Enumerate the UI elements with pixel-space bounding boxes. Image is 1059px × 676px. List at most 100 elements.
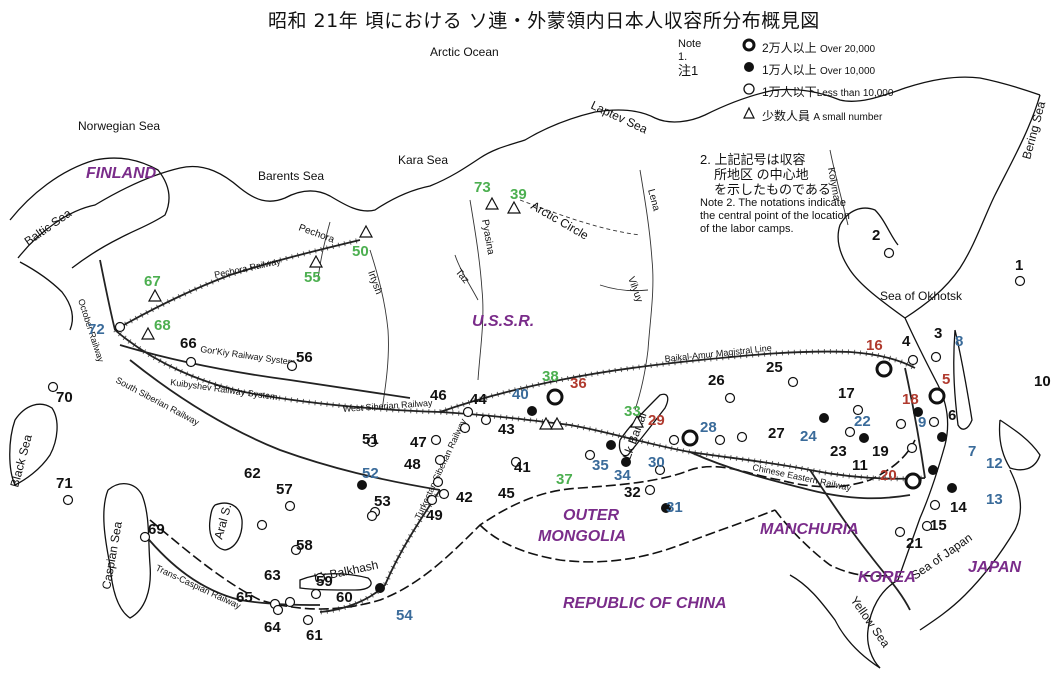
- open-circle-marker-icon: [510, 456, 522, 468]
- open-circle-marker-icon: [432, 476, 444, 488]
- open-circle-marker-icon: [438, 488, 450, 500]
- camp-label-4: 4: [902, 333, 911, 350]
- triangle-marker-icon: [506, 200, 522, 214]
- thick-ring-marker-icon: [928, 387, 946, 405]
- open-circle-marker-icon: [1014, 275, 1026, 287]
- label-rail-gorkiy: Gor'Kiy Railway System: [200, 344, 296, 367]
- label-rail-trans-caspian: Trans-Caspian Railway: [154, 563, 243, 611]
- open-circle-marker-icon: [114, 321, 126, 333]
- open-circle-marker-icon: [928, 416, 940, 428]
- open-circle-marker-icon: [736, 431, 748, 443]
- thick-ring-marker-icon: [904, 472, 922, 490]
- label-rail-pechora: Pechora Railway: [213, 256, 282, 280]
- river-vilyuy: [599, 284, 649, 292]
- camp-label-27: 27: [768, 425, 785, 442]
- open-circle-marker-icon: [366, 436, 378, 448]
- camp-label-43: 43: [498, 421, 515, 438]
- label-irtysh: Irtysh: [365, 269, 384, 296]
- map-title: 昭和 21年 頃における ソ連・外蒙領内日本人収容所分布概見図: [268, 10, 820, 32]
- camp-label-37: 37: [556, 471, 573, 488]
- camp-label-47: 47: [410, 434, 427, 451]
- camp-label-66: 66: [180, 335, 197, 352]
- camp-label-65: 65: [236, 589, 253, 606]
- open-circle-marker-icon: [654, 464, 666, 476]
- open-circle-marker-icon: [185, 356, 197, 368]
- camp-label-39: 39: [510, 186, 527, 203]
- rail-manchuria-south: [809, 469, 911, 611]
- caspian-outline: [103, 483, 151, 619]
- open-circle-marker-icon: [462, 406, 474, 418]
- camp-label-22: 22: [854, 413, 871, 430]
- open-circle-marker-icon: [852, 404, 864, 416]
- korea-coast: [866, 579, 899, 669]
- open-circle-marker-icon: [480, 414, 492, 426]
- camp-label-51: 51: [362, 431, 379, 448]
- camp-label-5: 5: [942, 371, 950, 388]
- open-circle-marker-icon: [290, 544, 302, 556]
- rail-chinese-eastern: [689, 451, 911, 500]
- label-baltic-sea: Baltic Sea: [22, 206, 75, 249]
- triangle-marker-icon: [308, 254, 324, 268]
- camp-label-46: 46: [430, 387, 447, 404]
- label-ussr: U.S.S.R.: [472, 313, 534, 330]
- open-circle-marker-icon: [906, 442, 918, 454]
- open-circle-marker-icon: [714, 434, 726, 446]
- rail-coast: [904, 367, 926, 479]
- filled-circle-icon: [742, 60, 756, 77]
- camp-label-55: 55: [304, 269, 321, 286]
- camp-label-73: 73: [474, 179, 491, 196]
- label-republic-of-china: REPUBLIC OF CHINA: [563, 595, 727, 612]
- balkhash-outline: [299, 573, 372, 591]
- camp-label-33: 33: [624, 403, 641, 420]
- open-circle-marker-icon: [787, 376, 799, 388]
- triangle-icon: [742, 106, 756, 123]
- aral-outline: [208, 502, 243, 551]
- camp-label-49: 49: [426, 507, 443, 524]
- rail-baikal-amur: [439, 350, 916, 413]
- note2: 2. 上記記号は収容 所地区 の中心地 を示したものである Note 2. Th…: [700, 152, 850, 235]
- camp-label-19: 19: [872, 443, 889, 460]
- camp-label-70: 70: [56, 389, 73, 406]
- triangle-marker-icon: [629, 414, 645, 428]
- arctic-circle-line: [519, 199, 641, 236]
- baltic: [19, 261, 73, 331]
- rail-october: [99, 259, 116, 331]
- label-pechora: Pechora: [297, 222, 336, 245]
- camp-label-6: 6: [948, 407, 956, 424]
- open-circle-marker-icon: [844, 426, 856, 438]
- china-coast: [789, 574, 881, 669]
- camp-label-60: 60: [336, 589, 353, 606]
- camp-label-67: 67: [144, 273, 161, 290]
- triangle-marker-icon: [147, 288, 163, 302]
- camp-label-54: 54: [396, 607, 413, 624]
- filled-circle-marker-icon: [937, 432, 947, 442]
- open-circle-marker-icon: [302, 614, 314, 626]
- label-outer-mongolia-2: MONGOLIA: [538, 528, 626, 545]
- label-bering-sea: Bering Sea: [1019, 99, 1048, 160]
- filled-circle-marker-icon: [913, 407, 923, 417]
- open-circle-marker-icon: [272, 604, 284, 616]
- camp-label-32: 32: [624, 484, 641, 501]
- camp-label-31: 31: [666, 499, 683, 516]
- triangle-marker-icon: [538, 416, 554, 430]
- camp-label-12: 12: [986, 455, 1003, 472]
- open-circle-marker-icon: [895, 418, 907, 430]
- filled-circle-marker-icon: [819, 413, 829, 423]
- open-circle-marker-icon: [430, 434, 442, 446]
- open-circle-marker-icon: [426, 494, 438, 506]
- camp-label-30: 30: [648, 454, 665, 471]
- river-lena: [634, 169, 654, 411]
- camp-label-57: 57: [276, 481, 293, 498]
- filled-circle-marker-icon: [606, 440, 616, 450]
- open-circle-marker-icon: [584, 449, 596, 461]
- black-sea-outline: [9, 403, 58, 486]
- camp-label-24: 24: [800, 428, 817, 445]
- camp-label-38: 38: [542, 368, 559, 385]
- river-pyasina: [469, 199, 484, 381]
- camp-label-20: 20: [880, 467, 897, 484]
- legend-note1: Note 1. 注1: [678, 38, 702, 78]
- camp-label-14: 14: [950, 499, 967, 516]
- camp-label-53: 53: [374, 493, 391, 510]
- filled-circle-marker-icon: [859, 433, 869, 443]
- camp-label-16: 16: [866, 337, 883, 354]
